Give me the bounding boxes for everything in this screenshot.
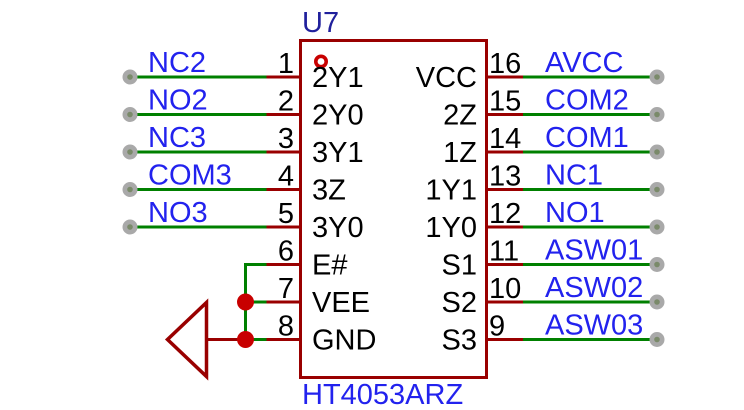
pin-10-name: S2 bbox=[442, 287, 477, 319]
pin-12-name: 1Y0 bbox=[425, 212, 477, 244]
net-label-no2[interactable]: NO2 bbox=[148, 85, 208, 117]
component-body[interactable] bbox=[299, 39, 488, 379]
pin-6-name: E# bbox=[312, 250, 347, 282]
net-label-nc3[interactable]: NC3 bbox=[148, 122, 206, 154]
pin-15-number: 15 bbox=[489, 86, 521, 118]
pin-16-number: 16 bbox=[489, 48, 521, 80]
pin-6-number: 6 bbox=[278, 236, 294, 268]
terminal-avcc-hole bbox=[654, 74, 660, 80]
pin-12-number: 12 bbox=[489, 198, 521, 230]
terminal-no3-hole bbox=[127, 224, 133, 230]
net-label-com1[interactable]: COM1 bbox=[545, 122, 629, 154]
net-label-asw01[interactable]: ASW01 bbox=[545, 235, 643, 267]
pin-13-name: 1Y1 bbox=[425, 175, 477, 207]
pin-9-number: 9 bbox=[489, 311, 505, 343]
pin-4-number: 4 bbox=[278, 161, 294, 193]
terminal-com2-hole bbox=[654, 111, 660, 118]
pin-14-name: 1Z bbox=[443, 137, 477, 169]
net-label-nc1[interactable]: NC1 bbox=[545, 160, 603, 192]
pin-7-number: 7 bbox=[278, 273, 294, 305]
pin-1-number: 1 bbox=[278, 48, 294, 80]
terminal-nc1-hole bbox=[654, 186, 660, 193]
junction-dot-pin8 bbox=[237, 331, 254, 348]
pin-10-number: 10 bbox=[489, 273, 521, 305]
terminal-asw03-hole bbox=[654, 336, 660, 343]
net-label-no3[interactable]: NO3 bbox=[148, 197, 208, 229]
pin-3-name: 3Y1 bbox=[312, 137, 364, 169]
wire-ground-branch[interactable] bbox=[244, 263, 267, 340]
pin-11-name: S1 bbox=[442, 250, 477, 282]
pin-9-name: S3 bbox=[442, 325, 477, 357]
pin-7-name: VEE bbox=[312, 287, 370, 319]
pin-8-name: GND bbox=[312, 325, 376, 357]
pin-14-number: 14 bbox=[489, 123, 521, 155]
junction-dot-pin7 bbox=[237, 293, 254, 311]
pin-15-name: 2Z bbox=[443, 100, 477, 132]
pin-2-number: 2 bbox=[278, 86, 294, 118]
terminal-no2-hole bbox=[127, 111, 133, 118]
net-label-com2[interactable]: COM2 bbox=[545, 85, 629, 117]
pin-1-name: 2Y1 bbox=[312, 62, 364, 94]
terminal-nc2-hole bbox=[127, 74, 133, 80]
net-label-nc2[interactable]: NC2 bbox=[148, 47, 206, 79]
terminal-asw01-hole bbox=[654, 261, 660, 268]
pin-2-name: 2Y0 bbox=[312, 100, 364, 132]
pin1-indicator-icon bbox=[313, 54, 328, 69]
net-label-no1[interactable]: NO1 bbox=[545, 197, 605, 229]
pin-5-name: 3Y0 bbox=[312, 212, 364, 244]
pin-5-number: 5 bbox=[278, 198, 294, 230]
pin-8-number: 8 bbox=[278, 311, 294, 343]
terminal-com1-hole bbox=[654, 149, 660, 155]
terminal-com3-hole bbox=[127, 186, 133, 193]
component-designator[interactable]: U7 bbox=[302, 7, 339, 39]
pin-4-name: 3Z bbox=[312, 175, 346, 207]
net-label-com3[interactable]: COM3 bbox=[148, 160, 232, 192]
net-label-asw03[interactable]: ASW03 bbox=[545, 310, 643, 342]
terminal-no1-hole bbox=[654, 224, 660, 230]
component-comment[interactable]: HT4053ARZ bbox=[302, 379, 463, 410]
pin-3-number: 3 bbox=[278, 123, 294, 155]
net-label-avcc[interactable]: AVCC bbox=[545, 47, 623, 79]
pin-13-number: 13 bbox=[489, 161, 521, 193]
terminal-nc3-hole bbox=[127, 149, 133, 155]
pin-11-number: 11 bbox=[489, 236, 519, 268]
terminal-asw02-hole bbox=[654, 299, 660, 305]
net-label-asw02[interactable]: ASW02 bbox=[545, 272, 643, 304]
ground-symbol-icon[interactable] bbox=[164, 298, 209, 381]
pin-16-name: VCC bbox=[416, 62, 477, 94]
